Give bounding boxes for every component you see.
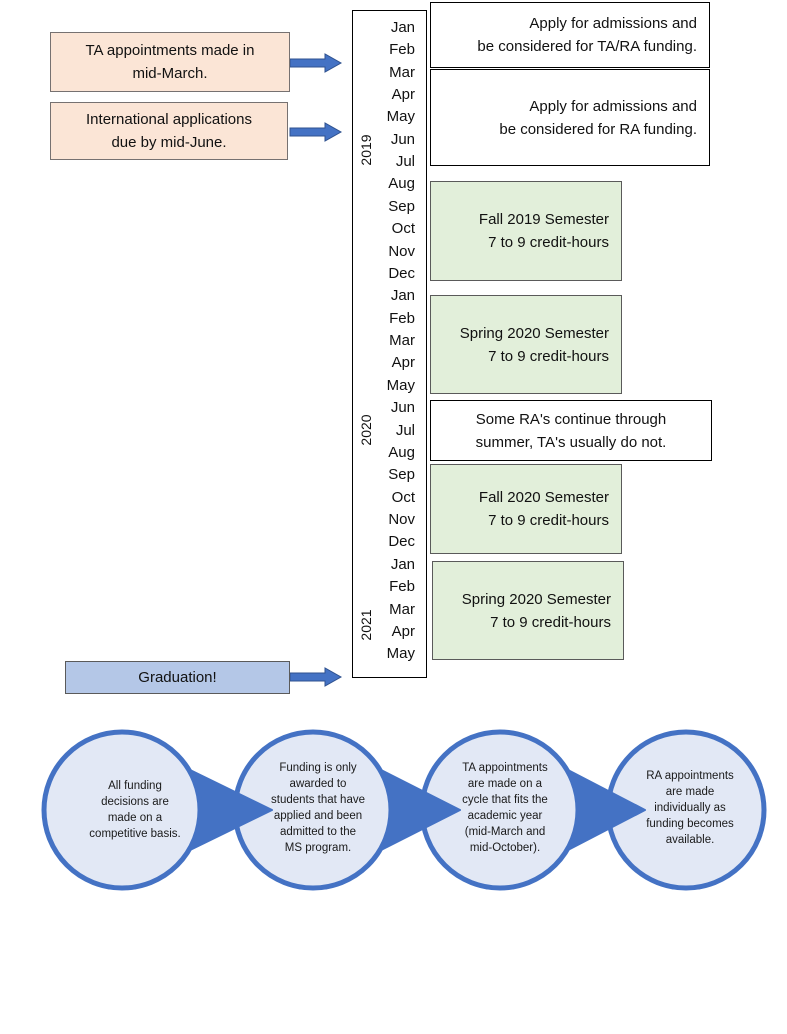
month-label: Jun [390,399,415,417]
month-label: May [386,376,415,394]
event-line: Fall 2019 Semester [478,211,609,228]
timeline-column [352,10,427,678]
callout-international-applications: International applications due by mid-Ju… [50,102,288,160]
month-label: Dec [388,264,415,282]
step-line: Funding is only [279,762,357,774]
event-line: 7 to 9 credit-hours [488,234,609,251]
month-label: May [386,108,415,126]
month-label: Nov [388,242,415,260]
month-label: Feb [389,578,415,596]
process-step-circle-1 [41,729,203,891]
step-line: academic year [467,810,543,822]
event-line: Apply for admissions and [529,97,697,115]
process-step-3-text: TA appointments are made on a cycle that… [445,760,565,856]
event-line: Fall 2020 Semester [478,489,609,506]
month-label: Sep [388,197,415,215]
step-line: are made [665,786,715,798]
month-label: Jul [395,153,415,171]
step-line: RA appointments [646,770,734,782]
event-fall-2020-semester: Fall 2020 Semester 7 to 9 credit-hours [430,464,622,554]
step-line: All funding [108,780,162,792]
event-line: Spring 2020 Semester [461,590,611,608]
month-label: Nov [388,511,415,529]
event-line: Some RA's continue through [475,410,667,428]
step-line: students that have [271,794,365,806]
year-label-2021: 2021 [358,609,374,641]
month-label: Mar [389,600,415,618]
step-line: decisions are [101,796,169,808]
event-summer-ra: Some RA's continue through summer, TA's … [430,400,712,461]
year-label-2019: 2019 [358,134,374,166]
callout-ta-appointments: TA appointments made in mid-March. [50,32,290,92]
month-label: Apr [391,85,415,103]
event-line: be considered for RA funding. [499,120,697,138]
month-label: Apr [391,622,415,640]
month-label: Sep [388,466,415,484]
process-step-4-text: RA appointments are made individually as… [630,768,750,848]
month-label: Oct [391,220,415,238]
step-line: MS program. [284,842,352,854]
step-line: made on a [107,812,163,824]
month-label: Jun [390,130,415,148]
callout-line: mid-March. [132,65,208,82]
event-line: 7 to 9 credit-hours [490,613,611,631]
step-line: mid-October). [469,842,541,854]
step-line: admitted to the [279,826,357,838]
step-line: competitive basis. [89,828,181,840]
callout-line: TA appointments made in [85,42,255,59]
event-fall-2019-semester: Fall 2019 Semester 7 to 9 credit-hours [430,181,622,281]
event-line: summer, TA's usually do not. [475,433,667,451]
arrow-right-icon [289,53,343,73]
month-label: Jan [390,555,415,573]
process-step-1-text: All funding decisions are made on a comp… [75,778,195,842]
month-label: Jul [395,421,415,439]
callout-line: due by mid-June. [111,134,227,151]
arrow-right-icon [289,122,343,142]
graduation-label: Graduation! [138,669,217,686]
month-label: Oct [391,488,415,506]
event-spring-2020-semester: Spring 2020 Semester 7 to 9 credit-hours [430,295,622,394]
step-line: (mid-March and [464,826,546,838]
event-line: 7 to 9 credit-hours [488,512,609,529]
step-line: applied and been [273,810,363,822]
step-line: awarded to [289,778,347,790]
step-line: TA appointments [462,762,548,774]
arrow-right-icon [289,667,343,687]
month-label: Jan [390,287,415,305]
event-apply-ra-funding: Apply for admissions and be considered f… [430,69,710,166]
month-label: Aug [388,443,415,461]
callout-line: International applications [86,111,252,128]
step-line: are made on a [467,778,543,790]
process-step-2-text: Funding is only awarded to students that… [258,760,378,856]
event-apply-ta-ra-funding: Apply for admissions and be considered f… [430,2,710,68]
month-label: Feb [389,309,415,327]
month-label: Mar [389,332,415,350]
year-label-2020: 2020 [358,414,374,446]
step-line: cycle that fits the [462,794,548,806]
event-line: 7 to 9 credit-hours [488,347,609,365]
event-line: be considered for TA/RA funding. [477,38,697,55]
month-label: Feb [389,41,415,59]
month-label: Apr [391,354,415,372]
event-line: Spring 2020 Semester [459,324,609,342]
month-label: Mar [389,63,415,81]
step-line: individually as [654,802,726,814]
month-label: Jan [390,18,415,36]
event-spring-semester-final: Spring 2020 Semester 7 to 9 credit-hours [432,561,624,660]
step-line: available. [665,834,715,846]
graduation-box: Graduation! [65,661,290,694]
month-label: Dec [388,533,415,551]
month-label: May [386,645,415,663]
step-line: funding becomes [646,818,734,830]
month-label: Aug [388,175,415,193]
event-line: Apply for admissions and [529,15,697,32]
